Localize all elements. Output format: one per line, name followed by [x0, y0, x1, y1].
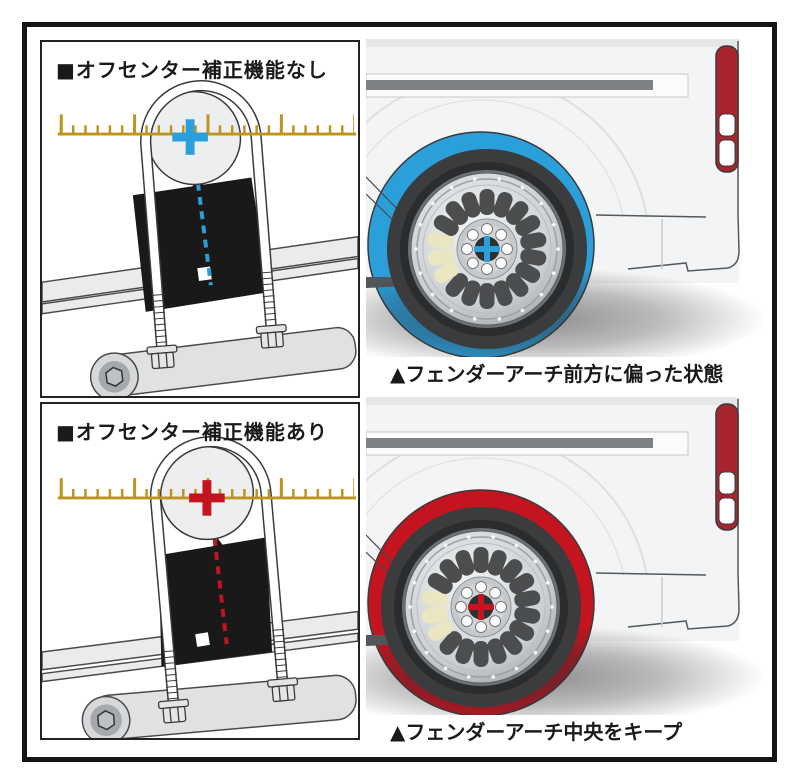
axle-center-dashed-line [194, 168, 213, 286]
hex-bolt-head [105, 366, 124, 387]
van-illustration-red [366, 388, 773, 715]
u-bolt [140, 80, 287, 370]
caption-arch-centered: ▲フェンダーアーチ中央をキープ [390, 720, 683, 744]
axle-seat-plate [89, 326, 357, 396]
wheel-assembly [381, 507, 581, 707]
blue-cross-marker [172, 119, 208, 155]
u-bolt [149, 435, 299, 724]
u-bolt-nuts [146, 324, 287, 370]
panel-title: ■オフセンター補正機能あり [56, 420, 328, 444]
ubolt-diagram-without [42, 80, 358, 396]
wheel-assembly [387, 149, 587, 349]
thread-hatching [151, 271, 277, 344]
panel-with-correction: ■オフセンター補正機能あり [40, 402, 360, 740]
red-cross-marker [189, 480, 225, 516]
axle-center-dashed-line [210, 523, 229, 645]
u-bolt-nuts [157, 677, 299, 724]
thread-hatching [162, 628, 289, 700]
hex-bolt-head [96, 710, 116, 731]
lowering-block [158, 537, 273, 667]
van-illustration-blue [366, 30, 773, 357]
axle-seat-plate [81, 674, 357, 738]
ubolt-diagram-with [42, 435, 358, 738]
caption-arch-forward: ▲フェンダーアーチ前方に偏った状態 [390, 362, 724, 386]
panel-without-correction: ■オフセンター補正機能なし [40, 40, 360, 398]
panel-title: ■オフセンター補正機能なし [56, 58, 328, 82]
